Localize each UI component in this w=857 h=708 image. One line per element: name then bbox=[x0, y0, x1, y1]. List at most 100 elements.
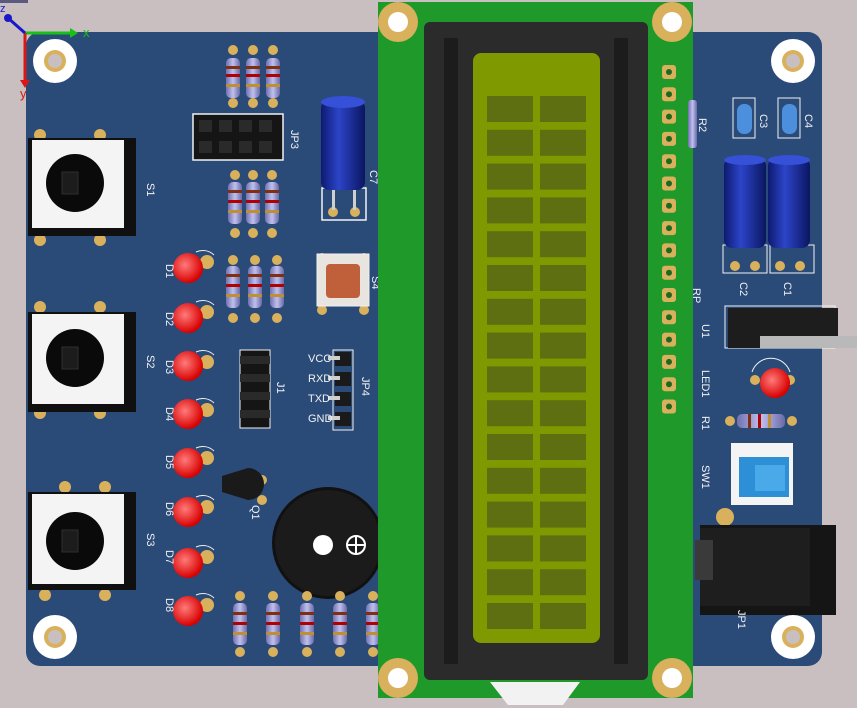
label-d2: D2 bbox=[163, 312, 175, 326]
lcd-char-cell bbox=[540, 163, 586, 190]
lcd-char-cell bbox=[487, 163, 533, 190]
lcd-char-cell bbox=[487, 467, 533, 494]
lcd-pin-hole bbox=[666, 69, 672, 75]
lcd-char-cell bbox=[540, 298, 586, 325]
lcd-char-cell bbox=[540, 467, 586, 494]
header-jp4 bbox=[328, 349, 354, 431]
capacitor-c3 bbox=[732, 97, 756, 139]
lcd-char-cell bbox=[487, 197, 533, 224]
lcd-char-cell bbox=[540, 332, 586, 359]
axis-label-z: z bbox=[0, 3, 6, 15]
label-led1: LED1 bbox=[699, 370, 711, 398]
label-s3: S3 bbox=[144, 533, 156, 546]
led-led1 bbox=[750, 357, 795, 398]
lcd-pin-hole bbox=[666, 180, 672, 187]
lcd-char-cell bbox=[540, 501, 586, 528]
label-c1: C1 bbox=[781, 282, 793, 296]
lcd-char-cell bbox=[540, 96, 586, 122]
lcd-char-cell bbox=[540, 129, 586, 156]
resistor-r1 bbox=[725, 414, 797, 428]
lcd-char-cell bbox=[540, 434, 586, 460]
label-d7: D7 bbox=[163, 550, 175, 564]
axis-label-y: y bbox=[20, 86, 27, 101]
label-q1: Q1 bbox=[249, 505, 261, 520]
switch-sw1 bbox=[731, 443, 793, 505]
mounting-hole-top-left bbox=[33, 39, 77, 83]
label-d8: D8 bbox=[163, 598, 175, 612]
lcd-header-pins bbox=[662, 65, 676, 414]
label-c4: C4 bbox=[802, 114, 814, 128]
lcd-char-cell bbox=[487, 535, 533, 562]
label-jp4-txd: TXD bbox=[308, 393, 330, 405]
lcd-char-cell bbox=[487, 434, 533, 460]
resistor-r2 bbox=[688, 100, 697, 148]
label-jp4-gnd: GND bbox=[308, 413, 333, 425]
label-rp: RP bbox=[690, 288, 702, 303]
lcd-module bbox=[378, 2, 693, 705]
mounting-hole-top-right bbox=[771, 39, 815, 83]
header-jp3 bbox=[192, 113, 284, 161]
lcd-char-cell bbox=[540, 569, 586, 596]
lcd-pin-hole bbox=[666, 269, 672, 276]
label-s1: S1 bbox=[144, 183, 156, 196]
label-d4: D4 bbox=[163, 407, 175, 421]
lcd-pin-hole bbox=[666, 158, 672, 165]
lcd-char-cell bbox=[487, 366, 533, 393]
lcd-char-cell bbox=[540, 535, 586, 562]
lcd-pin-hole bbox=[666, 292, 672, 298]
label-d1: D1 bbox=[163, 264, 175, 278]
lcd-char-cell bbox=[540, 603, 586, 629]
lcd-char-cell bbox=[487, 400, 533, 427]
label-c2: C2 bbox=[737, 282, 749, 296]
label-j1: J1 bbox=[274, 382, 286, 394]
resistor-array-middle bbox=[226, 170, 284, 323]
capacitor-c7 bbox=[321, 96, 367, 221]
label-u1: U1 bbox=[699, 324, 711, 338]
lcd-pin-hole bbox=[666, 225, 672, 232]
lcd-char-cell bbox=[487, 569, 533, 596]
lcd-pin-hole bbox=[666, 381, 672, 388]
label-sw1: SW1 bbox=[699, 465, 711, 489]
label-c7: C7 bbox=[367, 170, 379, 184]
lcd-char-cell bbox=[540, 265, 586, 291]
lcd-char-cell bbox=[540, 197, 586, 224]
button-s1 bbox=[28, 129, 136, 246]
lcd-char-cell bbox=[540, 366, 586, 393]
mounting-hole-bottom-left bbox=[33, 615, 77, 659]
lcd-pin-hole bbox=[666, 314, 672, 321]
lcd-pin-hole bbox=[666, 113, 672, 120]
label-jp4: JP4 bbox=[359, 377, 371, 396]
lcd-pin-hole bbox=[666, 91, 672, 98]
lcd-char-cell bbox=[487, 298, 533, 325]
label-jp4-rxd: RXD bbox=[308, 373, 331, 385]
resistor-array-top bbox=[226, 45, 280, 108]
lcd-pin-hole bbox=[666, 202, 672, 209]
led-array bbox=[173, 249, 215, 626]
capacitor-c2 bbox=[722, 155, 768, 274]
lcd-char-cell bbox=[487, 129, 533, 156]
regulator-u1 bbox=[724, 305, 857, 349]
lcd-char-cell bbox=[487, 96, 533, 122]
axis-label-x: x bbox=[83, 25, 90, 40]
lcd-pin-hole bbox=[666, 358, 672, 365]
label-s2: S2 bbox=[144, 355, 156, 368]
capacitor-c4 bbox=[777, 97, 801, 139]
lcd-char-cell bbox=[487, 332, 533, 359]
label-jp1: JP1 bbox=[735, 610, 747, 629]
label-d5: D5 bbox=[163, 455, 175, 469]
label-jp3: JP3 bbox=[288, 130, 300, 149]
label-d6: D6 bbox=[163, 502, 175, 516]
label-c3: C3 bbox=[757, 114, 769, 128]
button-s2 bbox=[28, 301, 136, 419]
mounting-hole-bottom-right bbox=[771, 615, 815, 659]
transistor-q1 bbox=[222, 468, 267, 505]
axis-gizmo: x y z bbox=[0, 0, 90, 101]
lcd-char-cell bbox=[540, 400, 586, 427]
lcd-character-grid bbox=[487, 96, 586, 629]
lcd-char-cell bbox=[487, 501, 533, 528]
lcd-pin-hole bbox=[666, 403, 672, 410]
button-s4 bbox=[316, 253, 370, 315]
capacitor-c1 bbox=[768, 155, 815, 274]
